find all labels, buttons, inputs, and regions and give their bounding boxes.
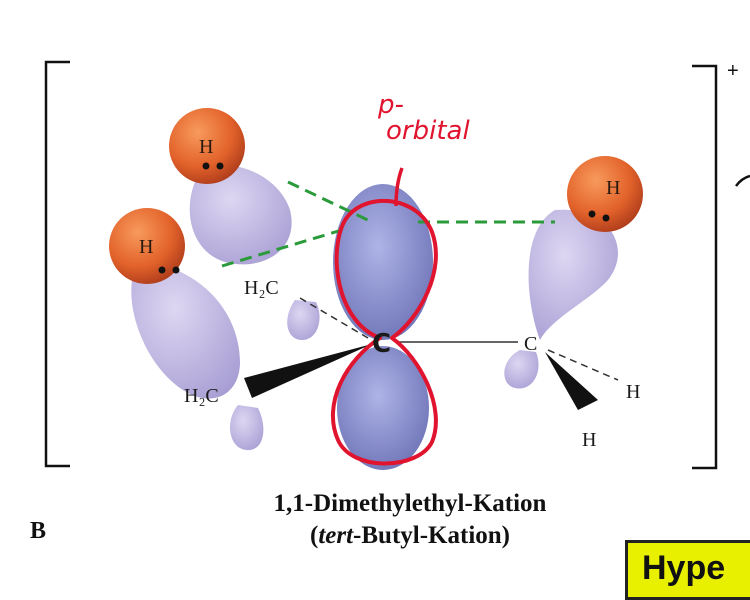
lobe-right bbox=[528, 209, 618, 340]
left-bracket bbox=[44, 60, 70, 468]
p-orbital-top-lobe bbox=[333, 184, 433, 340]
hyperconjugation-label-box: Hype bbox=[625, 540, 750, 600]
tert-butyl-cation-diagram: H H H H₂C H₂C C C H H bbox=[44, 60, 750, 470]
bond-dashed-right-h bbox=[547, 349, 619, 381]
caption-butyl: -Butyl-Kation) bbox=[353, 522, 510, 549]
annotation-pointer bbox=[394, 167, 404, 207]
lobe-small-upper bbox=[287, 300, 320, 340]
label-h-bottom-right-2: H bbox=[582, 429, 596, 451]
electron-dot bbox=[202, 162, 210, 170]
electron-dot bbox=[172, 266, 180, 274]
handdrawn-arrow-stroke bbox=[735, 174, 750, 187]
electron-dot bbox=[588, 210, 596, 218]
electron-dot bbox=[216, 162, 224, 170]
lobe-top-left bbox=[189, 164, 292, 265]
right-bracket bbox=[692, 64, 718, 470]
caption-tert: tert bbox=[318, 522, 354, 549]
label-h-mid-left: H bbox=[139, 236, 153, 258]
hydrogen-mid-left bbox=[109, 208, 185, 284]
caption-paren-open: ( bbox=[310, 522, 319, 549]
label-h-top-left: H bbox=[199, 136, 213, 158]
hyperconjugation-label-text: Hype bbox=[642, 549, 726, 587]
label-c-center: C bbox=[372, 329, 391, 359]
label-c-right: C bbox=[524, 333, 537, 355]
hydrogen-right bbox=[567, 156, 643, 232]
bond-wedge-right bbox=[545, 352, 598, 410]
hydrogen-top-left bbox=[169, 108, 245, 184]
electron-dot bbox=[602, 214, 610, 222]
lobe-small-lower bbox=[230, 405, 264, 451]
hyperconjugation-dash bbox=[287, 180, 373, 224]
label-h2c-lower: H₂C bbox=[184, 385, 219, 407]
lobe-mid-left bbox=[131, 260, 240, 399]
label-h-right: H bbox=[606, 177, 620, 199]
bond-dashed-upper bbox=[299, 297, 369, 339]
p-orbital-annotation-outline bbox=[331, 199, 438, 466]
caption-systematic-name: 1,1-Dimethylethyl-Kation bbox=[273, 490, 547, 517]
bond-wedge-left bbox=[244, 344, 372, 398]
caption-common-name: (tert-Butyl-Kation) bbox=[200, 522, 620, 550]
cation-charge: + bbox=[727, 60, 739, 82]
annotation-line1: p- bbox=[378, 90, 404, 120]
lobe-right-small bbox=[504, 350, 539, 389]
annotation-line2: orbital bbox=[386, 116, 470, 146]
label-h-bottom-right-1: H bbox=[626, 381, 640, 403]
p-orbital-bottom-lobe bbox=[337, 346, 429, 470]
panel-letter: B bbox=[30, 518, 47, 544]
p-orbital-annotation: p- orbital bbox=[378, 92, 470, 144]
electron-dot bbox=[158, 266, 166, 274]
hyperconjugation-dash bbox=[221, 228, 343, 268]
label-h2c-upper: H₂C bbox=[244, 277, 279, 299]
